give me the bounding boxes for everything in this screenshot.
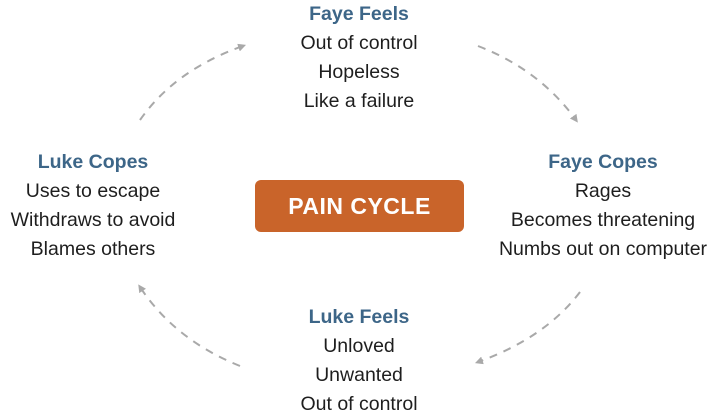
arrow-bottom-to-left xyxy=(138,284,241,367)
node-luke-feels: Luke Feels Unloved Unwanted Out of contr… xyxy=(254,303,464,419)
node-line: Numbs out on computer xyxy=(498,238,708,260)
node-heading: Luke Feels xyxy=(308,306,410,328)
node-heading: Faye Feels xyxy=(309,3,409,25)
node-luke-copes: Luke Copes Uses to escape Withdraws to a… xyxy=(0,148,192,264)
node-line: Rages xyxy=(574,180,632,202)
node-line: Unwanted xyxy=(315,364,403,386)
pain-cycle-badge: PAIN CYCLE xyxy=(255,180,464,232)
node-heading: Luke Copes xyxy=(37,151,149,173)
node-line: Becomes threatening xyxy=(510,209,696,231)
node-line: Withdraws to avoid xyxy=(10,209,176,231)
node-line: Uses to escape xyxy=(25,180,161,202)
node-heading: Faye Copes xyxy=(548,151,658,173)
arrow-top-to-right xyxy=(477,45,578,123)
arrow-right-to-bottom xyxy=(474,291,581,365)
node-line: Like a failure xyxy=(303,90,415,112)
arrow-left-to-top xyxy=(139,43,247,121)
node-line: Unloved xyxy=(323,335,395,357)
node-faye-feels: Faye Feels Out of control Hopeless Like … xyxy=(254,0,464,116)
node-faye-copes: Faye Copes Rages Becomes threatening Num… xyxy=(478,148,720,264)
node-line: Blames others xyxy=(30,238,156,260)
node-line: Out of control xyxy=(300,32,418,54)
node-line: Hopeless xyxy=(318,61,400,83)
node-line: Out of control xyxy=(300,393,418,415)
